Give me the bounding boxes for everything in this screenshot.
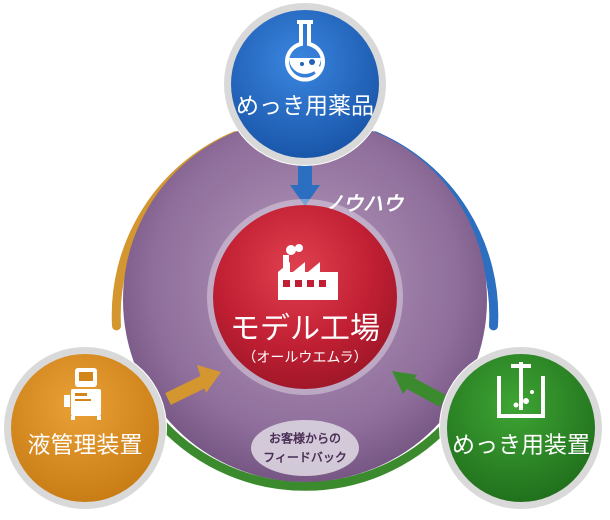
- center-subtitle: （オールウエムラ）: [242, 350, 367, 366]
- center-title: モデル工場: [230, 312, 380, 347]
- flask-icon: [285, 20, 325, 82]
- feedback-bubble: [251, 420, 359, 476]
- analyzer-machine-icon: [64, 368, 101, 420]
- feedback-line1: お客様からの: [269, 431, 341, 446]
- node-right-plating-equipment: [447, 354, 595, 502]
- arrow-right-to-center: [392, 371, 447, 407]
- node-right-label: めっき用装置: [452, 433, 590, 459]
- plating-tank-icon: [497, 362, 545, 418]
- arc-bottom-green: [152, 413, 458, 491]
- node-left-analyzer: [11, 354, 159, 502]
- feedback-line2: フィードバック: [263, 451, 347, 465]
- node-left-label: 液管理装置: [28, 433, 143, 459]
- arrow-top-to-center: [290, 163, 320, 206]
- node-top-chemicals: [231, 10, 379, 158]
- arrow-left-to-center: [165, 365, 221, 405]
- node-top-label: めっき用薬品: [236, 94, 374, 120]
- factory-icon: [278, 244, 338, 300]
